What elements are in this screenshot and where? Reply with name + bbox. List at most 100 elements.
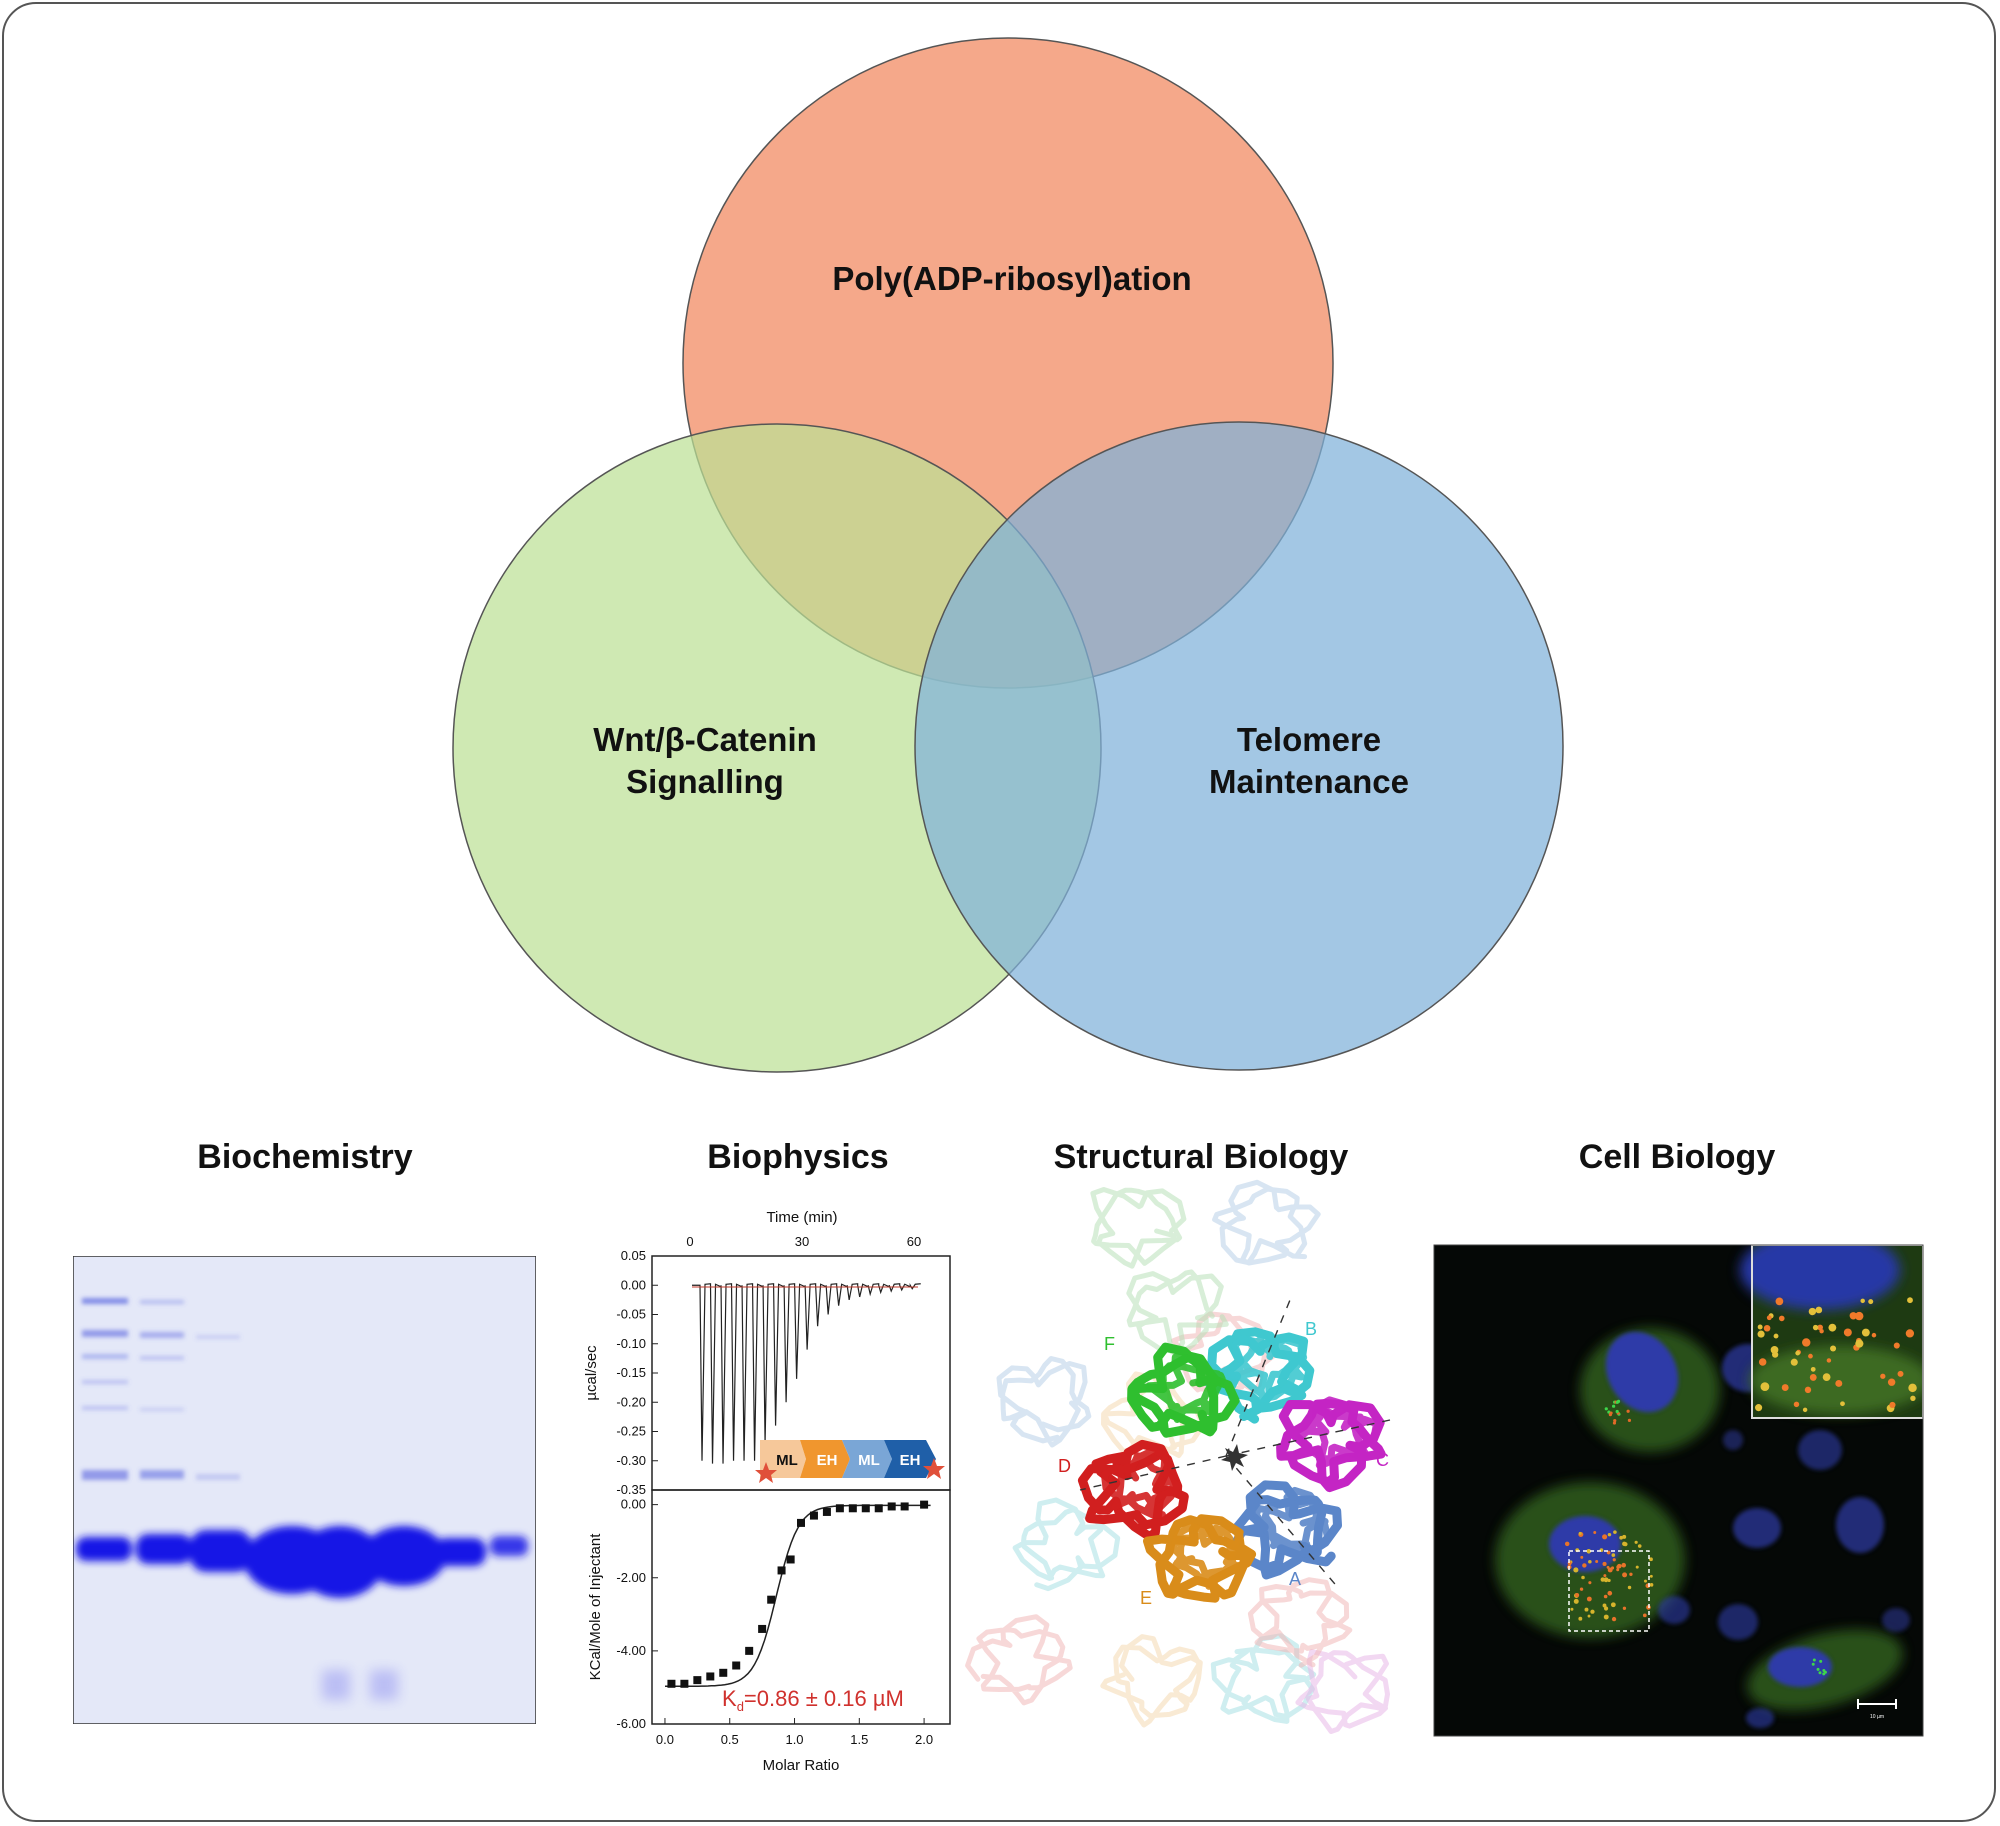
puncta [1564,1541,1570,1547]
itc-time-tick: 0 [686,1234,693,1249]
puncta [1627,1585,1632,1590]
puncta [1580,1555,1584,1559]
faint-chain-ribbon [1012,1497,1121,1592]
puncta [1642,1613,1647,1618]
puncta [1578,1531,1582,1535]
section-title-structural-biology: Structural Biology [1054,1138,1349,1176]
section-title-cell-biology: Cell Biology [1579,1138,1776,1176]
inset-puncta [1817,1324,1823,1331]
inset-puncta [1843,1328,1852,1337]
venn-label-parylation: Poly(ADP-ribosyl)ation [832,260,1191,297]
itc-data-point [920,1500,929,1509]
itc-upper-ytick-label: -0.25 [616,1424,646,1439]
inset-puncta [1855,1311,1864,1321]
itc-data-point [861,1504,870,1513]
puncta [1649,1574,1653,1578]
chain-ribbon-a [1252,1486,1332,1558]
zoom-inset [1740,1245,1923,1419]
puncta [1588,1559,1592,1564]
puncta [1603,1606,1609,1611]
itc-lower-ytick-label: -4.00 [616,1643,646,1658]
inset-puncta [1790,1358,1798,1366]
inset-puncta [1849,1312,1857,1320]
puncta [1584,1607,1589,1612]
itc-upper-ytick-label: -0.35 [616,1482,646,1497]
section-title-biochemistry: Biochemistry [197,1138,412,1176]
puncta [1611,1616,1617,1622]
inset-puncta [1755,1404,1763,1412]
itc-data-point [887,1502,896,1511]
inset-puncta [1815,1306,1823,1314]
puncta [1582,1563,1587,1568]
inset-puncta [1868,1299,1874,1305]
scale-bar: 10 µm [1857,1699,1897,1720]
inset-puncta [1802,1338,1811,1347]
inset-puncta [1897,1370,1904,1377]
chain-ribbon-e [1169,1522,1244,1590]
inset-puncta [1810,1366,1816,1372]
itc-data-point [874,1504,883,1513]
construct-segment-eh [884,1440,936,1478]
puncta [1573,1567,1579,1573]
puncta [1822,1672,1826,1676]
section-title-biophysics: Biophysics [707,1138,888,1176]
itc-data-point [693,1676,702,1685]
puncta [1818,1671,1822,1675]
itc-data-point [786,1555,795,1564]
itc-upper-ytick-label: -0.15 [616,1365,646,1380]
chain-ribbon-f [1145,1353,1226,1423]
itc-data-point [758,1624,767,1633]
itc-xtick-label: 2.0 [915,1732,933,1747]
faint-chain-ribbon [1090,1187,1187,1269]
inset-puncta [1861,1328,1870,1337]
inset-puncta [1830,1345,1837,1352]
itc-data-point [745,1646,754,1655]
inset-puncta [1758,1358,1767,1366]
inset-puncta [1887,1378,1896,1386]
itc-lower-ytick-label: -2.00 [616,1570,646,1585]
venn-label-telomere-line2: Maintenance [1209,763,1409,800]
itc-time-tick: 30 [795,1234,809,1249]
itc-xlabel: Molar Ratio [763,1757,840,1774]
inset-puncta [1757,1324,1763,1330]
itc-plot: Time (min) 0 30 60 0.050.00-0.05-0.10-0.… [583,1209,951,1774]
chain-label-a: A [1289,1569,1301,1589]
puncta [1621,1562,1627,1568]
star-icon [923,1458,945,1479]
puncta [1603,1577,1609,1583]
puncta [1612,1404,1616,1408]
chain-ribbon-c [1297,1396,1380,1469]
puncta [1587,1614,1591,1618]
construct-label-eh: EH [817,1452,838,1469]
puncta [1604,1407,1608,1411]
roi-box [1568,1550,1650,1632]
kd-annotation: Kd=0.86 ± 0.16 µM [722,1686,904,1714]
itc-upper-ytick-label: 0.05 [621,1248,646,1263]
itc-upper-ytick-label: -0.30 [616,1453,646,1468]
itc-lower-ytick-label: -6.00 [616,1716,646,1731]
inset-puncta [1826,1358,1832,1363]
itc-lower-ylabel: KCal/Mole of Injectant [587,1533,604,1681]
puncta [1816,1667,1820,1671]
itc-xtick-label: 1.0 [785,1732,803,1747]
itc-xtick-label: 0.5 [721,1732,739,1747]
puncta [1610,1602,1616,1608]
inset-puncta [1808,1307,1817,1316]
itc-upper-ytick-label: -0.05 [616,1307,646,1322]
puncta [1573,1598,1579,1604]
inset-puncta [1775,1297,1784,1306]
protein-structure [965,1179,1391,1734]
puncta [1607,1567,1613,1573]
construct-label-ml: ML [858,1452,880,1469]
inset-puncta [1907,1297,1913,1304]
puncta [1612,1421,1617,1425]
itc-data-point [809,1511,818,1520]
faint-chain-ribbon [996,1356,1092,1448]
puncta [1578,1616,1583,1621]
inset-puncta [1808,1353,1813,1359]
puncta [1607,1532,1612,1537]
inset-puncta [1855,1339,1864,1348]
puncta [1616,1563,1622,1569]
symmetry-axis-line [1225,1419,1391,1457]
